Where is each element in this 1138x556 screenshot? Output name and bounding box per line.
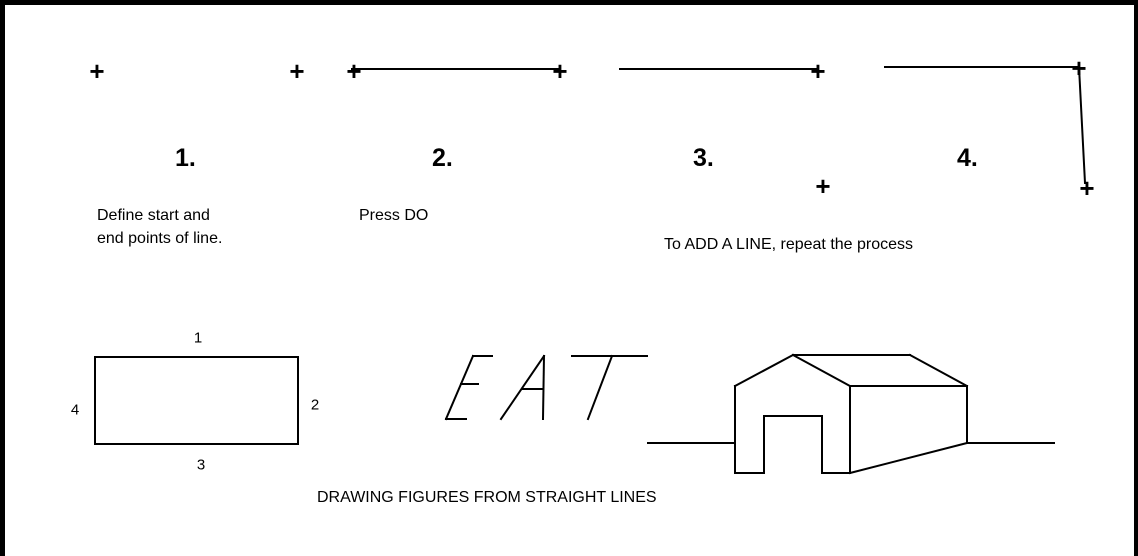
rectangle-side-label-right: 2: [310, 396, 320, 414]
rectangle-side-label-bottom: 3: [196, 456, 206, 474]
step2-end-point-marker: +: [552, 56, 568, 86]
step3-new-point-marker: +: [815, 171, 831, 201]
house-drawing: [647, 353, 1055, 475]
step1-number: 1.: [175, 144, 196, 172]
step4-number: 4.: [957, 144, 978, 172]
figure-caption: DRAWING FIGURES FROM STRAIGHT LINES: [317, 489, 657, 506]
step3-number: 3.: [693, 144, 714, 172]
step4-end-point-marker: +: [1079, 173, 1095, 203]
step2-caption-line1: Press DO: [359, 207, 429, 224]
step1-caption-line2: end points of line.: [97, 230, 223, 247]
step1-end-point-marker: +: [289, 56, 305, 86]
step4-vertical-line: [1077, 65, 1087, 185]
step1-start-point-marker: +: [89, 56, 105, 86]
rectangle-side-label-left: 4: [70, 401, 80, 419]
eat-lettering: [444, 354, 648, 421]
step2-caption: Press DO: [359, 204, 428, 227]
step1-caption: Define start and end points of line.: [97, 204, 222, 250]
add-line-caption: To ADD A LINE, repeat the process: [664, 236, 914, 253]
step3-line-end-marker: +: [810, 56, 826, 86]
step4-corner-point-marker: +: [1071, 53, 1087, 83]
example-rectangle: [94, 356, 299, 445]
step2-start-point-marker: +: [346, 56, 362, 86]
rectangle-side-label-top: 1: [193, 329, 203, 347]
step1-caption-line1: Define start and: [97, 207, 210, 224]
step2-number: 2.: [432, 144, 453, 172]
